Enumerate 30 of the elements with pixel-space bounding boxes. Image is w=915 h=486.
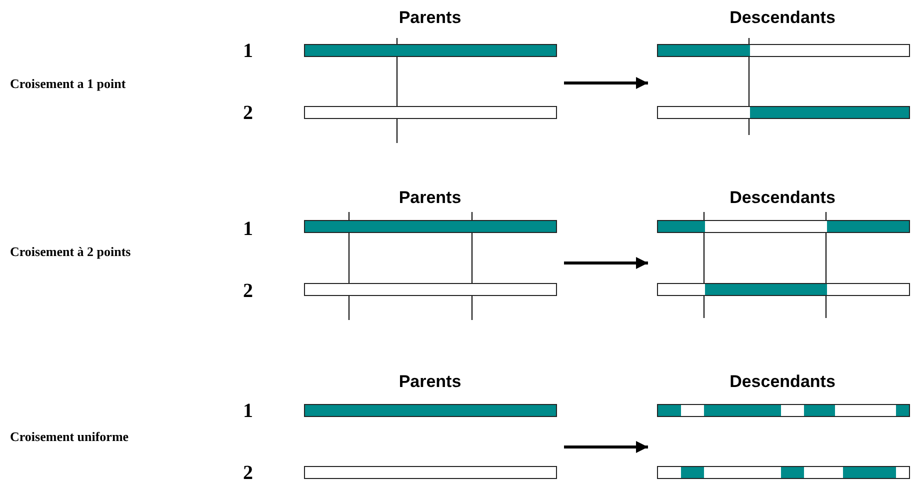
chromosome-bar (304, 283, 557, 296)
chromosome-bar (304, 44, 557, 57)
chromosome-bar (304, 220, 557, 233)
row-number: 1 (243, 400, 253, 423)
row-number: 2 (243, 102, 253, 125)
chromosome-bar (304, 106, 557, 119)
column-heading: Descendants (730, 372, 836, 392)
column-heading: Descendants (730, 188, 836, 208)
chromosome-bar (657, 466, 910, 479)
column-heading: Parents (398, 372, 462, 392)
chromosome-bar (304, 466, 557, 479)
chromosome-bar (657, 220, 910, 233)
arrow (564, 77, 648, 89)
column-heading: Parents (398, 8, 462, 28)
row-number: 2 (243, 462, 253, 485)
chromosome-bar (657, 404, 910, 417)
chromosome-bar (304, 404, 557, 417)
row-number: 2 (243, 280, 253, 303)
crossover-type-label: Croisement a 1 point (10, 76, 126, 92)
row-number: 1 (243, 218, 253, 241)
arrow (564, 257, 648, 269)
chromosome-bar (657, 283, 910, 296)
crossover-type-label: Croisement uniforme (10, 429, 129, 445)
column-heading: Descendants (730, 8, 836, 28)
row-number: 1 (243, 40, 253, 63)
arrow (564, 441, 648, 453)
crossover-type-label: Croisement à 2 points (10, 244, 131, 260)
chromosome-bar (657, 106, 910, 119)
column-heading: Parents (398, 188, 462, 208)
chromosome-bar (657, 44, 910, 57)
